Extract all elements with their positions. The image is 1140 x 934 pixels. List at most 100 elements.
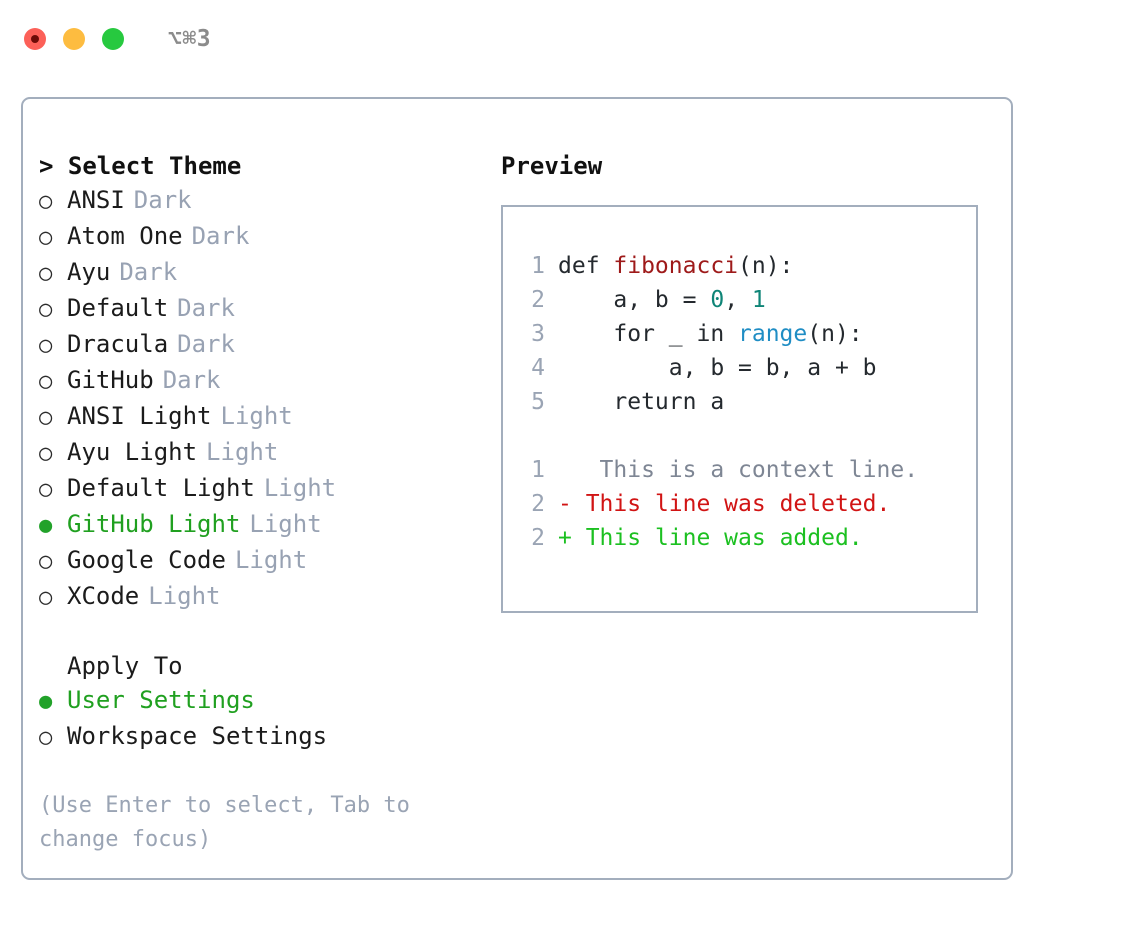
diff-line-text: This line was added. xyxy=(571,525,863,551)
diff-line-add: 2 + This line was added. xyxy=(515,521,976,555)
theme-option-google-code[interactable]: ○ Google Code Light xyxy=(39,543,479,579)
diff-line-ctx: 1 This is a context line. xyxy=(515,453,976,487)
apply-option-label: User Settings xyxy=(67,686,255,714)
theme-option-ansi[interactable]: ○ ANSI Dark xyxy=(39,183,479,219)
code-token-plain: for _ in xyxy=(558,321,739,347)
zoom-button[interactable] xyxy=(102,28,124,50)
code-line-number: 2 xyxy=(531,287,545,313)
radio-unselected-icon: ○ xyxy=(39,297,53,322)
theme-option-default-light[interactable]: ○ Default Light Light xyxy=(39,471,479,507)
diff-spacer xyxy=(515,419,976,453)
theme-option-kind: Light xyxy=(148,582,221,610)
diff-line-text: This line was deleted. xyxy=(571,491,891,517)
code-token-plain: (n): xyxy=(807,321,863,347)
code-line-number: 3 xyxy=(531,321,545,347)
code-line-text: for _ in range(n): xyxy=(558,317,863,351)
code-line: 1 def fibonacci(n): xyxy=(515,249,976,283)
diff-line-del: 2- This line was deleted. xyxy=(515,487,976,521)
radio-unselected-icon: ○ xyxy=(39,477,53,502)
minimize-button[interactable] xyxy=(63,28,85,50)
code-line: 3 for _ in range(n): xyxy=(515,317,976,351)
theme-option-label: Ayu Light xyxy=(67,438,198,466)
apply-option-user-settings[interactable]: ●User Settings xyxy=(39,683,479,719)
theme-option-atom-one[interactable]: ○ Atom One Dark xyxy=(39,219,479,255)
theme-option-kind: Light xyxy=(263,474,337,502)
radio-unselected-icon: ○ xyxy=(39,369,53,394)
theme-option-label: Atom One xyxy=(67,222,183,250)
code-token-call: range xyxy=(738,321,808,347)
theme-option-kind: Dark xyxy=(133,186,192,214)
diff-marker: - xyxy=(558,491,572,517)
theme-option-label: Google Code xyxy=(67,546,226,574)
diff-line-number: 2 xyxy=(531,491,545,517)
keyboard-shortcut-label: ⌥⌘3 xyxy=(168,26,212,52)
radio-unselected-icon: ○ xyxy=(39,261,53,286)
diff-marker: + xyxy=(558,525,572,551)
theme-option-kind: Light xyxy=(234,546,308,574)
radio-unselected-icon: ○ xyxy=(39,725,53,750)
apply-to-list: ●User Settings○Workspace Settings xyxy=(39,683,479,755)
radio-unselected-icon: ○ xyxy=(39,333,53,358)
code-token-num: 0 xyxy=(710,287,725,313)
apply-option-workspace-settings[interactable]: ○Workspace Settings xyxy=(39,719,479,755)
theme-option-label: Ayu xyxy=(67,258,111,286)
code-line: 2 a, b = 0, 1 xyxy=(515,283,976,317)
theme-option-kind: Dark xyxy=(177,294,235,322)
preview-column: Preview xyxy=(501,149,1001,183)
diff-line-number: 2 xyxy=(531,525,545,551)
radio-unselected-icon: ○ xyxy=(39,189,53,214)
diff-sample-block: 1 This is a context line.2- This line wa… xyxy=(515,453,976,555)
theme-option-kind: Light xyxy=(206,438,279,466)
code-line-number: 1 xyxy=(531,253,545,279)
code-token-plain: a, b = b, a + b xyxy=(558,355,877,381)
theme-option-label: GitHub xyxy=(67,366,154,394)
keyboard-hint-text: (Use Enter to select, Tab to change focu… xyxy=(39,793,410,852)
radio-unselected-icon: ○ xyxy=(39,225,53,250)
code-token-plain: a, b = xyxy=(558,287,711,313)
code-token-plain: (n): xyxy=(738,253,794,279)
section-spacer xyxy=(39,615,479,649)
diff-line-number: 1 xyxy=(531,457,545,483)
theme-option-label: ANSI Light xyxy=(67,402,212,430)
select-theme-heading: > Select Theme xyxy=(39,152,242,180)
theme-option-kind: Dark xyxy=(177,330,235,358)
theme-option-github-light[interactable]: ● GitHub Light Light xyxy=(39,507,479,543)
preview-heading: Preview xyxy=(501,152,603,180)
theme-option-label: XCode xyxy=(67,582,140,610)
theme-option-label: Dracula xyxy=(67,330,169,358)
apply-to-heading: Apply To xyxy=(67,652,183,680)
close-button[interactable] xyxy=(24,28,46,50)
diff-line-text: This is a context line. xyxy=(571,457,919,483)
diff-marker xyxy=(558,453,572,487)
radio-unselected-icon: ○ xyxy=(39,405,53,430)
code-line-text: a, b = b, a + b xyxy=(558,351,877,385)
radio-unselected-icon: ○ xyxy=(39,549,53,574)
theme-option-label: Default Light xyxy=(67,474,255,502)
code-line: 4 a, b = b, a + b xyxy=(515,351,976,385)
theme-option-kind: Dark xyxy=(191,222,250,250)
theme-option-dracula[interactable]: ○ Dracula Dark xyxy=(39,327,479,363)
theme-option-xcode[interactable]: ○ XCode Light xyxy=(39,579,479,615)
code-token-fn: fibonacci xyxy=(613,253,739,279)
radio-unselected-icon: ○ xyxy=(39,441,53,466)
code-line: 5 return a xyxy=(515,385,976,419)
theme-option-label: GitHub Light xyxy=(67,510,241,538)
theme-option-label: ANSI xyxy=(67,186,125,214)
radio-selected-icon: ● xyxy=(39,513,53,538)
theme-option-kind: Light xyxy=(249,510,322,538)
code-line-text: def fibonacci(n): xyxy=(558,249,793,283)
window-controls xyxy=(24,28,124,50)
theme-option-ayu-light[interactable]: ○ Ayu Light Light xyxy=(39,435,479,471)
radio-unselected-icon: ○ xyxy=(39,585,53,610)
